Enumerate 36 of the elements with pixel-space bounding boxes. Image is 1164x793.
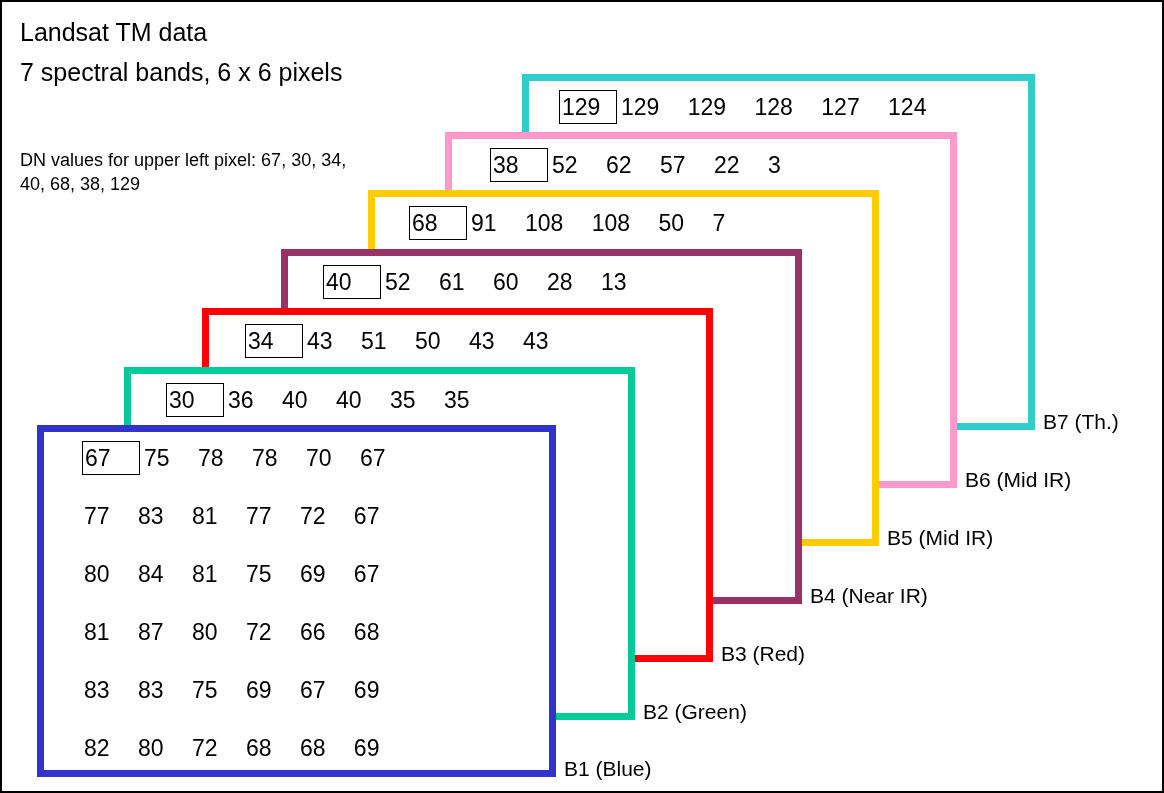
- pixel-values: 52 62 57 22 3: [552, 151, 781, 180]
- pixel-values: 81 87 80 72 66 68: [84, 618, 380, 647]
- band-label: B5 (Mid IR): [887, 526, 994, 550]
- pixel-values: 36 40 40 35 35: [228, 386, 470, 415]
- pixel-box: 129: [559, 90, 617, 124]
- band-label: B3 (Red): [721, 642, 806, 666]
- band-label: B6 (Mid IR): [965, 468, 1072, 492]
- pixel-box: 68: [409, 206, 467, 240]
- note: DN values for upper left pixel: 67, 30, 34, 40, 68, 38, 129: [20, 149, 348, 196]
- subtitle: 7 spectral bands, 6 x 6 pixels: [20, 58, 343, 87]
- band-frame: [368, 190, 879, 249]
- band-label: B1 (Blue): [564, 757, 652, 781]
- band-frame: [37, 425, 556, 777]
- band-frame: [124, 367, 635, 425]
- pixel-values: 91 108 108 50 7: [471, 209, 726, 238]
- pixel-box: 30: [166, 383, 224, 417]
- band-label: B2 (Green): [643, 700, 747, 724]
- pixel-values: 52 61 60 28 13: [385, 268, 627, 297]
- pixel-box: 34: [245, 324, 303, 358]
- band-frame: [522, 74, 1035, 132]
- pixel-box: 38: [490, 148, 548, 182]
- band-frame: [202, 308, 713, 367]
- pixel-values: 77 83 81 77 72 67: [84, 502, 380, 531]
- band-label: B4 (Near IR): [810, 584, 928, 608]
- pixel-box: 40: [323, 265, 381, 299]
- band-label: B7 (Th.): [1043, 410, 1119, 434]
- pixel-values: 75 78 78 70 67: [144, 444, 386, 473]
- pixel-values: 129 129 128 127 124: [621, 93, 927, 122]
- band-frame: [445, 132, 957, 190]
- pixel-values: 43 51 50 43 43: [307, 327, 549, 356]
- pixel-values: 83 83 75 69 67 69: [84, 676, 380, 705]
- pixel-values: 80 84 81 75 69 67: [84, 560, 380, 589]
- pixel-box: 67: [82, 441, 140, 475]
- title: Landsat TM data: [20, 18, 208, 47]
- pixel-values: 82 80 72 68 68 69: [84, 734, 380, 763]
- band-frame: [281, 249, 802, 308]
